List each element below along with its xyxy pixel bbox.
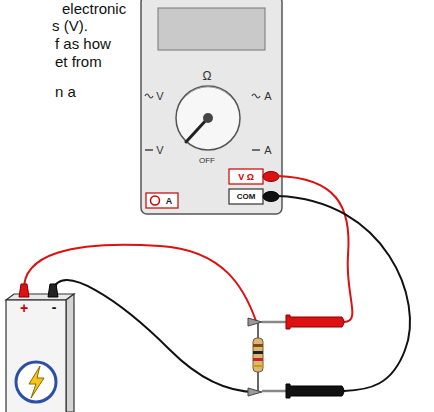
- dc-symbol: [252, 149, 260, 151]
- dial: [176, 86, 240, 150]
- resistor-band: [253, 365, 263, 367]
- alligator-clip: [248, 388, 262, 396]
- ac-symbol: [252, 94, 260, 98]
- dc-symbol: [145, 149, 153, 151]
- jack-label: A: [166, 196, 173, 205]
- multimeter-body: [141, 0, 282, 214]
- resistor-band: [253, 358, 263, 361]
- black-plug: [263, 192, 279, 202]
- dial-label: OFF: [199, 157, 215, 165]
- probe-tip: [262, 321, 286, 324]
- red-clip: [19, 284, 29, 297]
- dial-arc: [186, 87, 230, 96]
- battery-side: [66, 294, 74, 412]
- page-text-fragment: et from: [55, 54, 102, 69]
- com-jack: [229, 189, 263, 204]
- red-probe: [286, 315, 344, 329]
- resistor-band: [253, 344, 263, 347]
- black-clip: [48, 284, 58, 297]
- dial-label: A: [264, 145, 271, 156]
- terminal-sign: +: [20, 301, 28, 315]
- page-text-fragment: n a: [55, 84, 76, 99]
- dial-label: V: [156, 91, 163, 102]
- red-plug: [263, 172, 279, 182]
- terminal-sign: -: [52, 300, 57, 314]
- resistor-band: [253, 351, 263, 354]
- resistor-symbol: [253, 338, 263, 372]
- battery-top: [6, 294, 74, 300]
- amp-jack: [146, 193, 178, 208]
- probe-tip: [262, 390, 286, 393]
- amp-socket: [151, 196, 160, 205]
- page-text-fragment: electronic: [62, 1, 126, 16]
- dial-label: V: [156, 145, 163, 156]
- black-probe: [286, 384, 344, 398]
- battery-negative-wire: [53, 280, 256, 392]
- jack-label: V Ω: [238, 172, 254, 181]
- black-lead: [278, 196, 410, 391]
- ac-symbol: [145, 94, 153, 98]
- page-text-fragment: f as how: [55, 36, 111, 51]
- display: [158, 8, 265, 50]
- dial-label: Ω: [203, 70, 212, 82]
- alligator-clip: [248, 318, 262, 326]
- lightning-logo: [16, 362, 56, 402]
- lightning-bolt: [29, 366, 44, 398]
- battery: [6, 300, 66, 412]
- jack-label: COM: [237, 193, 256, 201]
- vohm-jack: [229, 169, 263, 184]
- dial-knob: [203, 113, 213, 123]
- dial-label: A: [264, 91, 271, 102]
- page-text-fragment: s (V).: [52, 18, 88, 33]
- red-lead: [278, 176, 352, 322]
